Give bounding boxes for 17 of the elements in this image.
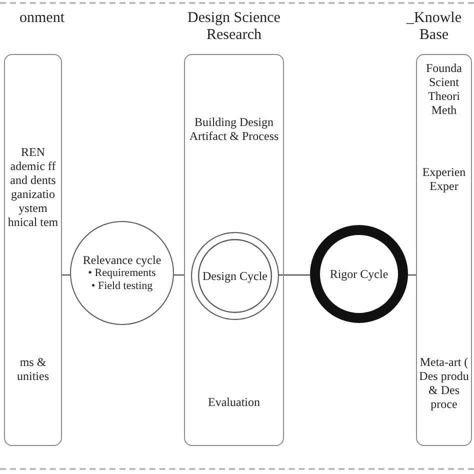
- column-heading: onment: [18, 10, 66, 27]
- column-heading: _Knowle Base: [405, 10, 462, 44]
- bullet-item: • Requirements: [88, 267, 156, 280]
- column-heading: Design Science Research: [186, 10, 282, 44]
- cycle-label: Relevance cycle: [82, 253, 162, 267]
- cycle-label: Design Cycle: [202, 269, 268, 283]
- panel-text: Meta-art ( Des produ & Des proce: [419, 355, 469, 411]
- bullet-item: • Field testing: [91, 280, 153, 293]
- panel-text: REN ademic ff and dents ganizatio ystem hnical tem: [7, 145, 59, 229]
- cycle-label: Rigor Cycle: [330, 267, 388, 281]
- panel-text: Founda Scient Theori Meth: [425, 61, 463, 117]
- panel-text: Evaluation: [207, 395, 261, 409]
- connector-line: [278, 274, 310, 276]
- panel-text: Building Design Artifact & Process: [188, 115, 280, 143]
- panel-text: ms & unities: [16, 355, 50, 383]
- connector-line: [174, 274, 184, 276]
- panel-text: Experien Exper: [421, 165, 467, 193]
